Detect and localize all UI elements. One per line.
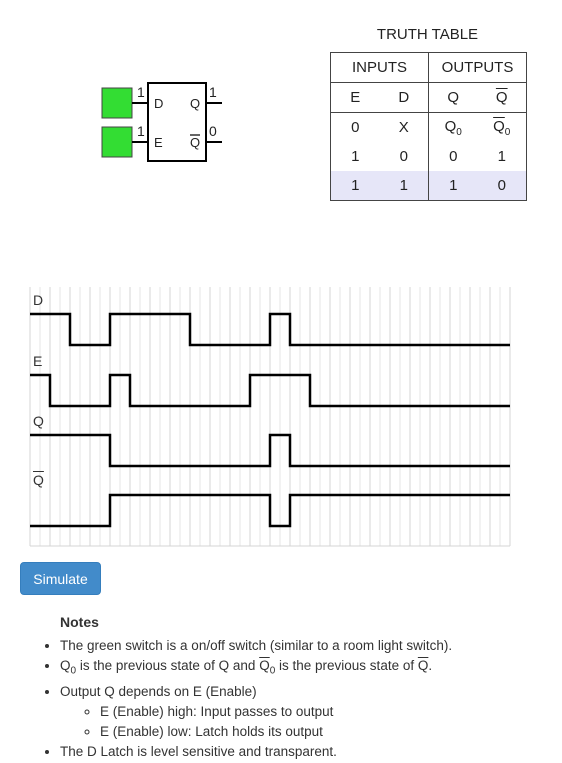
- timing-label-e: E: [33, 353, 43, 369]
- timing-label-qbar: Q: [33, 472, 44, 488]
- col-header-qbar: Q: [477, 82, 527, 113]
- truth-table-title: TRUTH TABLE: [376, 26, 479, 43]
- table-row: 0 X Q0 Q0: [331, 112, 527, 142]
- list-item: Q0 is the previous state of Q and Q0 is …: [60, 656, 562, 682]
- timing-label-q: Q: [33, 413, 44, 429]
- table-row: 1 0 0 1: [331, 142, 527, 171]
- d-latch-schematic: 1 1 D E Q Q 1 0: [101, 82, 222, 162]
- waveform-q: [30, 433, 510, 468]
- switch-d-value: 1: [137, 84, 145, 100]
- list-item: The D Latch is level sensitive and trans…: [60, 742, 562, 762]
- truth-table: INPUTS OUTPUTS E D Q Q 0 X Q0 Q0 1 0 0 1…: [330, 52, 527, 201]
- switch-e[interactable]: [101, 126, 133, 158]
- notes-title: Notes: [60, 614, 99, 630]
- latch-box: [147, 82, 207, 162]
- pin-d-label: D: [154, 96, 163, 111]
- col-header-e: E: [330, 82, 380, 113]
- pin-qbar-label: Q: [190, 135, 200, 150]
- pin-q-label: Q: [190, 96, 200, 111]
- waveform-d: [30, 312, 510, 347]
- list-item: The green switch is a on/off switch (sim…: [60, 636, 562, 656]
- out-qbar-value: 0: [209, 123, 217, 139]
- switch-e-value: 1: [137, 123, 145, 139]
- col-header-d: D: [379, 82, 429, 113]
- notes-list: The green switch is a on/off switch (sim…: [18, 636, 562, 762]
- out-q-value: 1: [209, 84, 217, 100]
- timing-diagram: [29, 287, 511, 547]
- switch-d[interactable]: [101, 87, 133, 119]
- waveform-qbar: [30, 493, 510, 528]
- inputs-header: INPUTS: [330, 52, 429, 83]
- list-item: E (Enable) low: Latch holds its output: [100, 722, 562, 742]
- simulate-button[interactable]: Simulate: [20, 562, 101, 595]
- list-item: E (Enable) high: Input passes to output: [100, 702, 562, 722]
- waveform-e: [30, 373, 510, 408]
- col-header-q: Q: [428, 82, 478, 113]
- timing-label-d: D: [33, 292, 44, 308]
- list-item: Output Q depends on E (Enable) E (Enable…: [60, 682, 562, 742]
- table-row-highlighted: 1 1 1 0: [330, 171, 527, 201]
- pin-e-label: E: [154, 135, 163, 150]
- outputs-header: OUTPUTS: [428, 52, 527, 83]
